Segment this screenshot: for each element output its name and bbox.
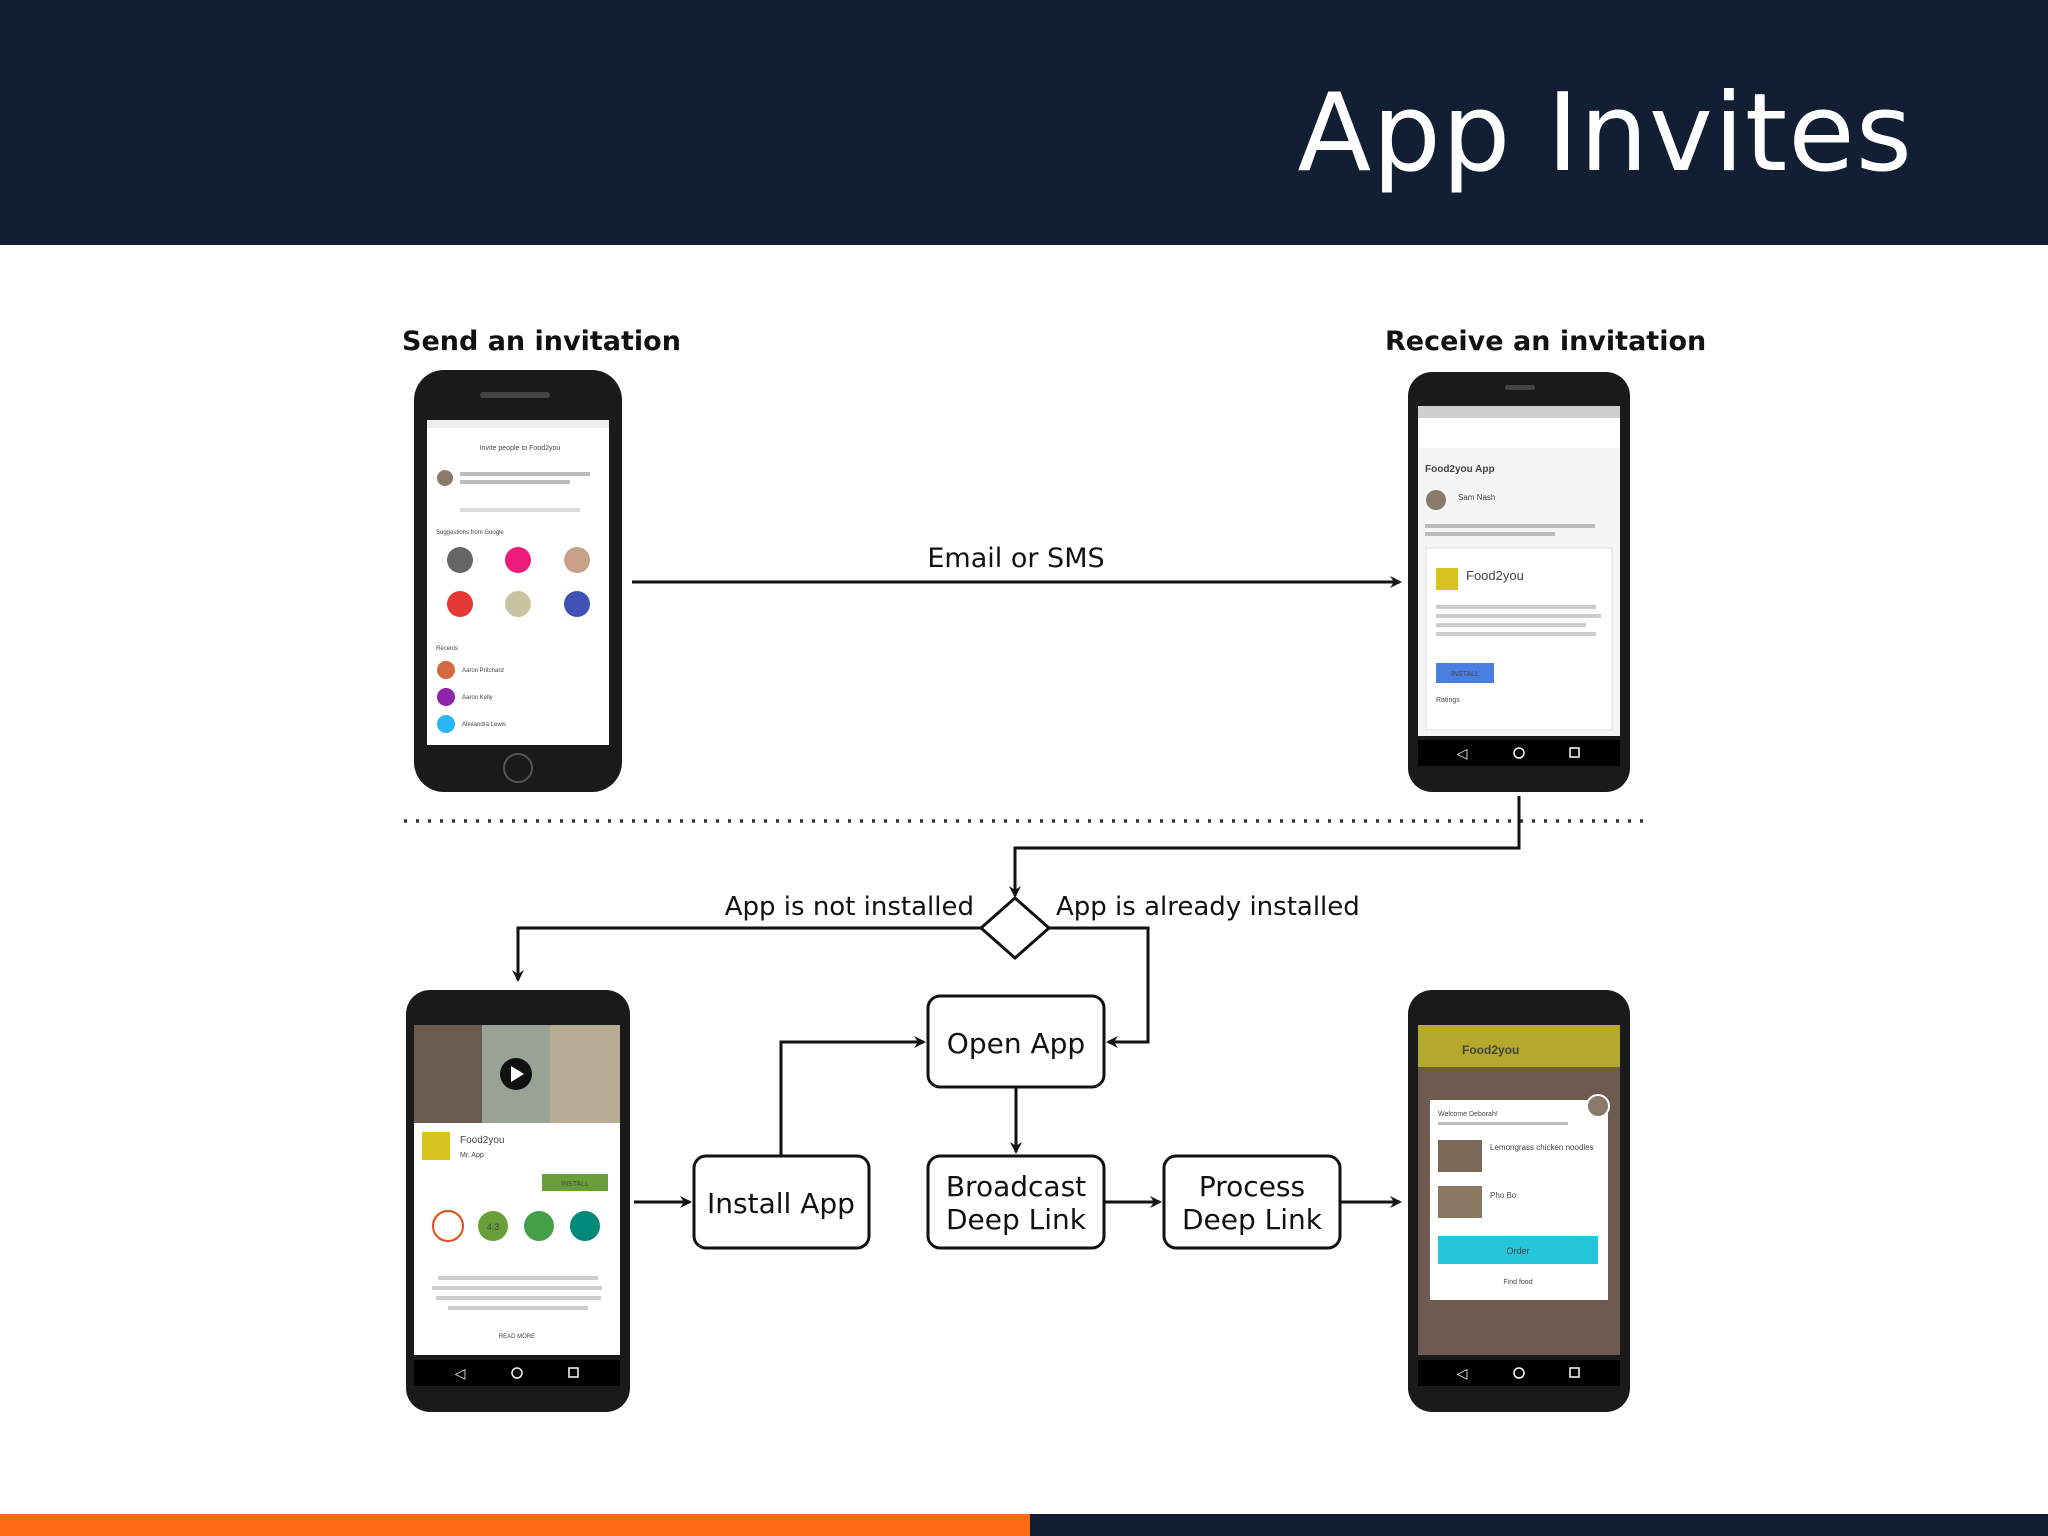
contact-1: Aaron Pritchard: [462, 668, 504, 674]
app-back-icon: ◁: [1457, 1366, 1468, 1382]
store-phone: Food2you Mr. App INSTALL 4.3 READ MORE ◁: [406, 990, 630, 1412]
app-home-icon: [1513, 1367, 1525, 1379]
recents-icon: [1569, 747, 1580, 758]
store-developer: Mr. App: [460, 1152, 484, 1159]
store-rating: 4.3: [487, 1222, 500, 1232]
store-recents-icon: [568, 1367, 579, 1378]
install-decision-diamond: [978, 895, 1052, 961]
footer-accent-orange: [0, 1514, 1030, 1536]
send-invitation-label: Send an invitation: [402, 326, 681, 357]
process-label-line1: Process: [1199, 1170, 1305, 1203]
open-app-label: Open App: [947, 1027, 1085, 1060]
back-icon: ◁: [1457, 746, 1468, 762]
home-icon: [1513, 747, 1525, 759]
app-find-food-link: Find food: [1503, 1279, 1532, 1286]
send-phone: Invite people to Food2you Suggestions fr…: [414, 370, 622, 792]
store-home-icon: [511, 1367, 523, 1379]
store-back-icon: ◁: [455, 1366, 466, 1382]
footer-accent-navy: [1030, 1514, 2048, 1536]
to-decision-arrow: [1009, 796, 1521, 898]
not-installed-label: App is not installed: [725, 892, 974, 922]
app-phone: Food2you Welcome Deborah! Lemongrass chi…: [1408, 990, 1630, 1412]
installed-arrow: [1049, 926, 1150, 1048]
ratings-label: Ratings: [1436, 697, 1460, 704]
contact-2: Aaron Kelly: [462, 695, 493, 701]
not-installed-arrow: [512, 926, 981, 982]
process-label-line2: Deep Link: [1182, 1203, 1323, 1236]
app-recents-icon: [1569, 1367, 1580, 1378]
email-subject: Food2you App: [1425, 464, 1495, 475]
contact-3: Alexandra Lewis: [462, 722, 506, 728]
already-installed-label: App is already installed: [1056, 892, 1360, 922]
menu-item-2: Pho Bo: [1490, 1191, 1517, 1200]
app-bar-title: Food2you: [1462, 1043, 1519, 1057]
store-read-more: READ MORE: [499, 1334, 535, 1340]
broadcast-label-line2: Deep Link: [946, 1203, 1087, 1236]
receive-invitation-label: Receive an invitation: [1385, 326, 1706, 357]
store-install-button: INSTALL: [561, 1181, 589, 1188]
install-to-open-arrow: [779, 1036, 926, 1156]
app-order-button: Order: [1506, 1246, 1529, 1256]
email-sender: Sam Nash: [1458, 493, 1495, 502]
store-app-name: Food2you: [460, 1135, 504, 1146]
receive-phone: Food2you App Sam Nash Food2you INSTALL R…: [1408, 372, 1630, 792]
install-app-label: Install App: [707, 1187, 855, 1220]
receive-app-name: Food2you: [1466, 568, 1524, 583]
app-welcome: Welcome Deborah!: [1438, 1111, 1498, 1118]
menu-item-1: Lemongrass chicken noodles: [1490, 1143, 1594, 1152]
slide-title: App Invites: [1297, 71, 1913, 196]
email-sms-label: Email or SMS: [927, 543, 1104, 574]
broadcast-label-line1: Broadcast: [946, 1170, 1086, 1203]
suggestions-label: Suggestions from Google: [436, 530, 504, 536]
header-bar: [0, 0, 2048, 245]
receive-install-button: INSTALL: [1451, 671, 1479, 678]
recents-label: Recents: [436, 646, 458, 652]
send-phone-header: Invite people to Food2you: [480, 445, 561, 452]
